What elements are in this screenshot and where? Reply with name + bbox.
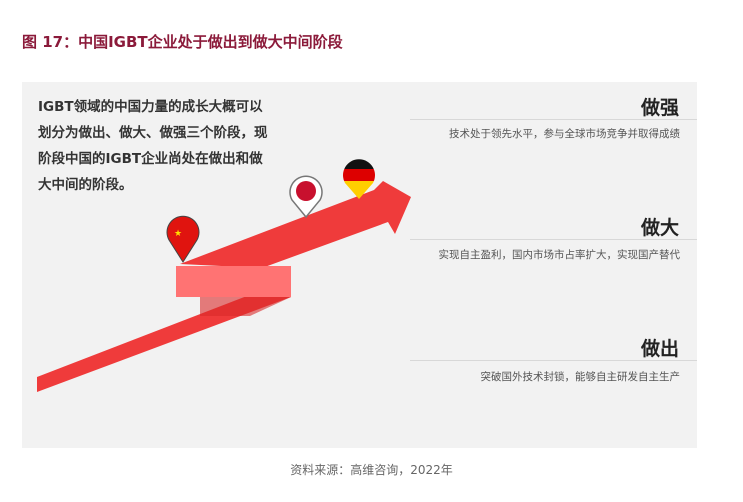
figure-title: 图 17：中国IGBT企业处于做出到做大中间阶段 xyxy=(22,33,343,51)
japan-flag-pin-icon xyxy=(289,175,323,219)
divider xyxy=(410,119,697,120)
intro-text: IGBT领域的中国力量的成长大概可以划分为做出、做大、做强三个阶段，现阶段中国的… xyxy=(38,99,268,193)
stage-desc-strong: 技术处于领先水平，参与全球市场竞争并取得成绩 xyxy=(449,128,680,140)
band-shadow xyxy=(200,297,291,316)
stage-heading-big: 做大 xyxy=(640,217,679,239)
stage-desc-big: 实现自主盈利，国内市场市占率扩大，实现国产替代 xyxy=(438,249,681,261)
stage-heading-strong: 做强 xyxy=(640,97,679,119)
stage-band xyxy=(176,266,291,297)
source-caption: 资料来源：高维咨询，2022年 xyxy=(290,463,453,477)
diagram-panel xyxy=(22,82,697,448)
svg-text:★: ★ xyxy=(174,229,182,239)
stage-heading-made: 做出 xyxy=(640,338,679,360)
divider xyxy=(410,360,697,361)
stage-desc-made: 突破国外技术封锁，能够自主研发自主生产 xyxy=(480,371,681,383)
china-flag-pin-icon: ★ xyxy=(166,215,200,263)
divider xyxy=(410,239,697,240)
upper-arrow-shaft xyxy=(180,181,411,268)
